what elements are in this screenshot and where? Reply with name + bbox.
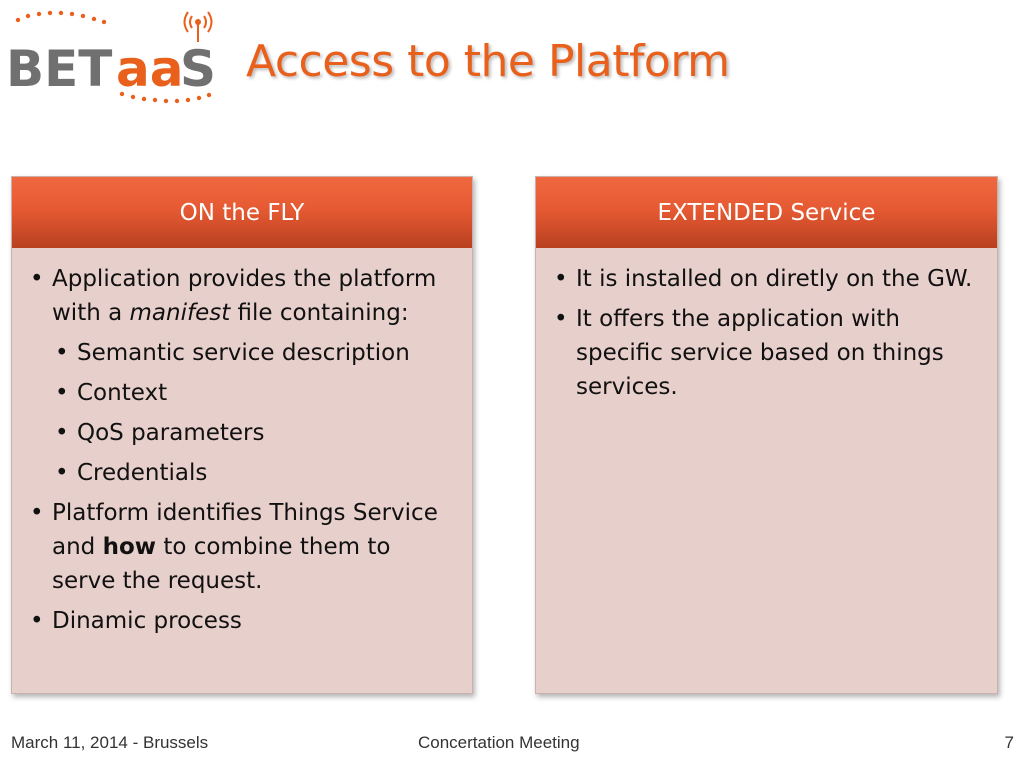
bullet-dot-icon: • [55, 420, 69, 446]
panel-on-the-fly: ON the FLY • Application provides the pl… [11, 176, 473, 694]
slide-title: Access to the Platform [246, 36, 730, 87]
emphasis-how: how [102, 534, 157, 560]
bullet-text: Platform identifies Things Service and h… [52, 500, 438, 594]
sub-bullet-item: • Semantic service description [30, 336, 458, 370]
bullet-dot-icon: • [55, 340, 69, 366]
bullet-dot-icon: • [30, 500, 44, 526]
panel-body-extended-service: • It is installed on diretly on the GW. … [536, 248, 997, 404]
sub-bullet-item: • QoS parameters [30, 416, 458, 450]
bullet-item: • Platform identifies Things Service and… [30, 496, 458, 598]
bullet-text: It is installed on diretly on the GW. [576, 266, 973, 292]
footer-page-number: 7 [1004, 733, 1014, 752]
betaas-logo-graphic: BET aa S [6, 10, 216, 104]
sub-bullet-item: • Context [30, 376, 458, 410]
bullet-item: • Dinamic process [30, 604, 458, 638]
betaas-logo: BET aa S [4, 8, 226, 112]
svg-text:aa: aa [116, 40, 183, 98]
bullet-dot-icon: • [554, 266, 568, 292]
bullet-dot-icon: • [554, 306, 568, 332]
bullet-dot-icon: • [55, 460, 69, 486]
svg-text:BET: BET [6, 40, 112, 98]
panel-header-on-the-fly: ON the FLY [12, 177, 472, 248]
sub-bullet-text: Credentials [77, 460, 208, 486]
panel-header-extended-service: EXTENDED Service [536, 177, 997, 248]
sub-bullet-text: Semantic service description [77, 340, 410, 366]
bullet-dot-icon: • [55, 380, 69, 406]
panel-body-on-the-fly: • Application provides the platform with… [12, 248, 472, 638]
bullet-item: • It is installed on diretly on the GW. [554, 262, 983, 296]
footer-event: Concertation Meeting [418, 733, 580, 752]
bullet-text: It offers the application with specific … [576, 306, 944, 400]
sub-bullet-text: QoS parameters [77, 420, 265, 446]
bullet-text: Application provides the platform with a… [52, 266, 437, 326]
bullet-dot-icon: • [30, 608, 44, 634]
svg-text:S: S [180, 40, 216, 98]
bullet-text: Dinamic process [52, 608, 242, 634]
emphasis-manifest: manifest [129, 300, 231, 326]
sub-bullet-item: • Credentials [30, 456, 458, 490]
bullet-item: • It offers the application with specifi… [554, 302, 983, 404]
sub-bullet-text: Context [77, 380, 168, 406]
bullet-dot-icon: • [30, 266, 44, 292]
bullet-item: • Application provides the platform with… [30, 262, 458, 330]
panel-extended-service: EXTENDED Service • It is installed on di… [535, 176, 998, 694]
footer-date: March 11, 2014 - Brussels [11, 733, 209, 752]
